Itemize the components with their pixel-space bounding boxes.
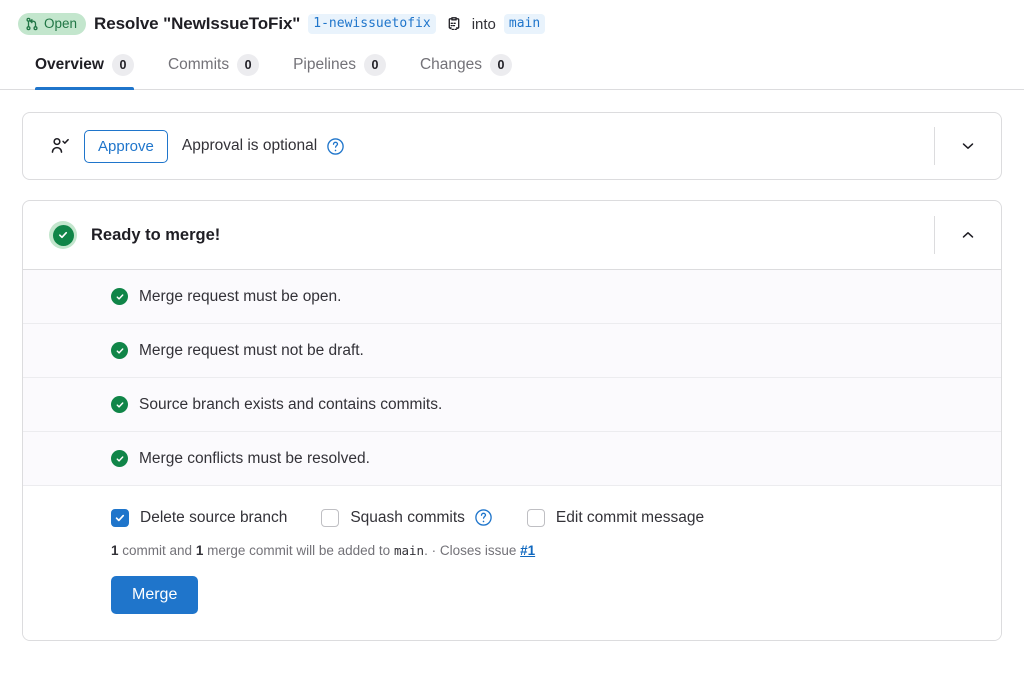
merge-check-item: Source branch exists and contains commit… xyxy=(23,378,1001,432)
tab-overview[interactable]: Overview 0 xyxy=(18,54,151,90)
status-badge: Open xyxy=(18,13,87,35)
edit-commit-message-label[interactable]: Edit commit message xyxy=(555,508,705,526)
approval-row: Approve Approval is optional xyxy=(23,113,1001,179)
chevron-down-icon[interactable] xyxy=(935,113,1001,179)
source-branch-chip[interactable]: 1-newissuetofix xyxy=(308,14,436,34)
merge-checks-list: Merge request must be open. Merge reques… xyxy=(23,270,1001,486)
page-title: Resolve "NewIssueToFix" xyxy=(94,14,301,33)
tab-commits[interactable]: Commits 0 xyxy=(151,54,276,89)
tab-changes-label: Changes xyxy=(419,56,483,73)
question-circle-icon[interactable] xyxy=(326,137,345,156)
merge-request-icon xyxy=(25,17,39,31)
check-circle-icon xyxy=(111,450,128,467)
tab-commits-count: 0 xyxy=(237,54,260,76)
copy-to-clipboard-icon[interactable] xyxy=(444,14,464,34)
question-circle-icon[interactable] xyxy=(474,508,493,527)
divider xyxy=(934,127,935,165)
merge-summary-text: 1 commit and 1 merge commit will be adde… xyxy=(111,542,1001,560)
check-circle-icon xyxy=(111,288,128,305)
merge-options-row: Delete source branch Squash commits xyxy=(111,508,1001,527)
merge-check-label: Merge request must not be draft. xyxy=(139,341,364,359)
merge-check-item: Merge request must be open. xyxy=(23,270,1001,324)
squash-commits-checkbox[interactable] xyxy=(321,508,340,527)
edit-commit-message-checkbox[interactable] xyxy=(526,508,545,527)
merge-request-tabs: Overview 0 Commits 0 Pipelines 0 Changes… xyxy=(0,42,1024,90)
tab-overview-label: Overview xyxy=(35,56,104,73)
tab-pipelines-label: Pipelines xyxy=(293,56,356,73)
merge-button[interactable]: Merge xyxy=(111,576,199,614)
merge-check-item: Merge conflicts must be resolved. xyxy=(23,432,1001,486)
delete-source-branch-label[interactable]: Delete source branch xyxy=(140,508,288,526)
tab-changes[interactable]: Changes 0 xyxy=(403,54,529,89)
approve-button[interactable]: Approve xyxy=(84,129,168,163)
user-check-icon xyxy=(49,136,70,157)
summary-text-1: commit and xyxy=(122,543,193,558)
option-squash-commits[interactable]: Squash commits xyxy=(321,508,493,527)
summary-text-2: merge commit will be added to xyxy=(207,543,391,558)
merge-status-title: Ready to merge! xyxy=(91,225,221,244)
divider xyxy=(934,216,935,254)
merge-status-header: Ready to merge! xyxy=(23,201,1001,270)
approval-widget: Approve Approval is optional xyxy=(22,112,1002,180)
tab-pipelines[interactable]: Pipelines 0 xyxy=(276,54,403,89)
merge-check-label: Merge request must be open. xyxy=(139,287,342,305)
issue-link[interactable]: #1 xyxy=(520,543,536,558)
delete-source-branch-checkbox[interactable] xyxy=(111,508,129,527)
merge-commit-count: 1 xyxy=(195,543,204,558)
merge-check-item: Merge request must not be draft. xyxy=(23,324,1001,378)
target-branch-chip[interactable]: main xyxy=(503,14,546,34)
squash-commits-label[interactable]: Squash commits xyxy=(350,508,465,526)
tab-changes-count: 0 xyxy=(490,54,513,76)
check-circle-icon xyxy=(111,396,128,413)
chevron-up-icon[interactable] xyxy=(935,201,1001,269)
option-edit-commit-message[interactable]: Edit commit message xyxy=(526,508,705,527)
tab-commits-label: Commits xyxy=(167,56,230,73)
merge-request-header: Open Resolve "NewIssueToFix" 1-newissuet… xyxy=(0,0,1024,36)
option-delete-source-branch[interactable]: Delete source branch xyxy=(111,508,288,527)
tab-pipelines-count: 0 xyxy=(363,54,386,76)
merge-widget: Ready to merge! Merge request must be op… xyxy=(22,200,1002,641)
merge-check-label: Merge conflicts must be resolved. xyxy=(139,449,370,467)
summary-target-branch: main xyxy=(393,543,425,558)
status-badge-label: Open xyxy=(44,16,78,31)
merge-check-label: Source branch exists and contains commit… xyxy=(139,395,443,413)
approval-status-text: Approval is optional xyxy=(181,137,318,154)
check-circle-icon xyxy=(111,342,128,359)
into-label: into xyxy=(471,15,496,33)
approval-expand-wrap xyxy=(934,113,1001,179)
merge-collapse-wrap xyxy=(934,201,1001,269)
commit-count: 1 xyxy=(111,543,119,558)
tab-overview-count: 0 xyxy=(111,54,134,76)
merge-form: Delete source branch Squash commits xyxy=(23,486,1001,640)
summary-separator: . · Closes issue xyxy=(424,543,517,558)
check-circle-icon xyxy=(49,221,77,249)
